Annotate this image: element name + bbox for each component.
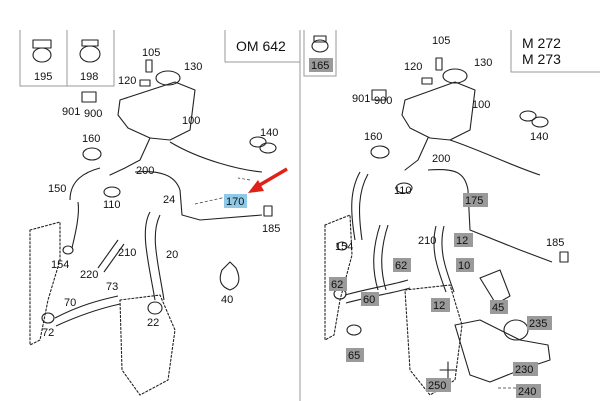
- label-170-highlight: [224, 194, 247, 208]
- left-label-900: 900: [84, 108, 102, 120]
- left-label-901: 901: [62, 106, 80, 118]
- left-label-120: 120: [118, 75, 136, 87]
- right-label-60: 60: [363, 294, 375, 306]
- right-label-185: 185: [546, 237, 564, 249]
- right-label-62-low: 62: [331, 279, 343, 291]
- left-label-110: 110: [103, 199, 121, 211]
- right-label-140: 140: [530, 131, 548, 143]
- left-label-150: 150: [48, 183, 66, 195]
- clamp-198-icon: [79, 39, 101, 63]
- clamp-165-icon: [311, 35, 329, 53]
- left-label-70: 70: [64, 297, 76, 309]
- left-label-220: 220: [80, 269, 98, 281]
- left-label-20: 20: [166, 249, 178, 261]
- left-label-170: 170: [226, 196, 244, 208]
- left-label-22: 22: [147, 317, 159, 329]
- engine-label-om642: OM 642: [236, 38, 286, 54]
- left-label-40: 40: [221, 294, 233, 306]
- right-label-45: 45: [492, 302, 504, 314]
- engine-box-left: OM 642: [224, 30, 300, 63]
- engine-block-left: [29, 221, 176, 396]
- left-label-130: 130: [184, 61, 202, 73]
- clamp-box-right: 165: [303, 30, 337, 77]
- right-drawing: [324, 57, 569, 396]
- expansion-tank: [109, 59, 196, 176]
- right-label-165: 165: [311, 60, 329, 72]
- right-label-65: 65: [348, 350, 360, 362]
- left-label-100: 100: [182, 115, 200, 127]
- right-label-240: 240: [518, 386, 536, 398]
- left-label-140: 140: [260, 127, 278, 139]
- right-label-230: 230: [515, 364, 533, 376]
- left-label-160: 160: [82, 133, 100, 145]
- label-198: 198: [80, 71, 98, 83]
- right-label-154: 154: [335, 241, 353, 253]
- right-label-130: 130: [474, 57, 492, 69]
- small-parts-right: [346, 89, 569, 381]
- right-label-210: 210: [418, 235, 436, 247]
- engine-label-m272: M 272: [522, 35, 561, 51]
- highlight-arrow: [248, 167, 288, 193]
- label-195: 195: [34, 71, 52, 83]
- engine-label-m273: M 273: [522, 51, 561, 67]
- left-label-154: 154: [51, 259, 69, 271]
- right-label-235: 235: [529, 318, 547, 330]
- small-parts-left: [81, 91, 277, 291]
- left-label-185: 185: [262, 223, 280, 235]
- left-label-73: 73: [106, 281, 118, 293]
- left-label-24: 24: [163, 194, 175, 206]
- right-label-105: 105: [432, 35, 450, 47]
- right-label-901: 901: [352, 93, 370, 105]
- left-drawing: [29, 59, 277, 396]
- right-label-12-low: 12: [433, 300, 445, 312]
- right-label-175: 175: [465, 195, 483, 207]
- right-label-10: 10: [458, 260, 470, 272]
- left-label-210: 210: [118, 247, 136, 259]
- right-label-900: 900: [374, 95, 392, 107]
- hoses-right: [344, 139, 553, 304]
- right-label-200: 200: [432, 153, 450, 165]
- clamp-box-left: 195 198: [19, 30, 115, 87]
- right-labels: 105 130 120 901 900 100 140 160 200 110 …: [329, 35, 564, 398]
- right-label-120: 120: [404, 61, 422, 73]
- right-label-12-top: 12: [456, 235, 468, 247]
- left-label-105: 105: [142, 47, 160, 59]
- left-label-200: 200: [136, 165, 154, 177]
- right-label-160: 160: [364, 131, 382, 143]
- hoses-left: [54, 141, 263, 327]
- clamp-195-icon: [32, 39, 52, 63]
- right-label-110: 110: [394, 185, 412, 197]
- engine-box-right: M 272 M 273: [510, 30, 600, 73]
- left-labels: 105 130 120 901 900 100 140 160 150 200 …: [42, 47, 280, 339]
- left-label-72: 72: [42, 327, 54, 339]
- right-label-62-mid: 62: [395, 260, 407, 272]
- right-label-100: 100: [472, 99, 490, 111]
- right-label-250: 250: [428, 380, 446, 392]
